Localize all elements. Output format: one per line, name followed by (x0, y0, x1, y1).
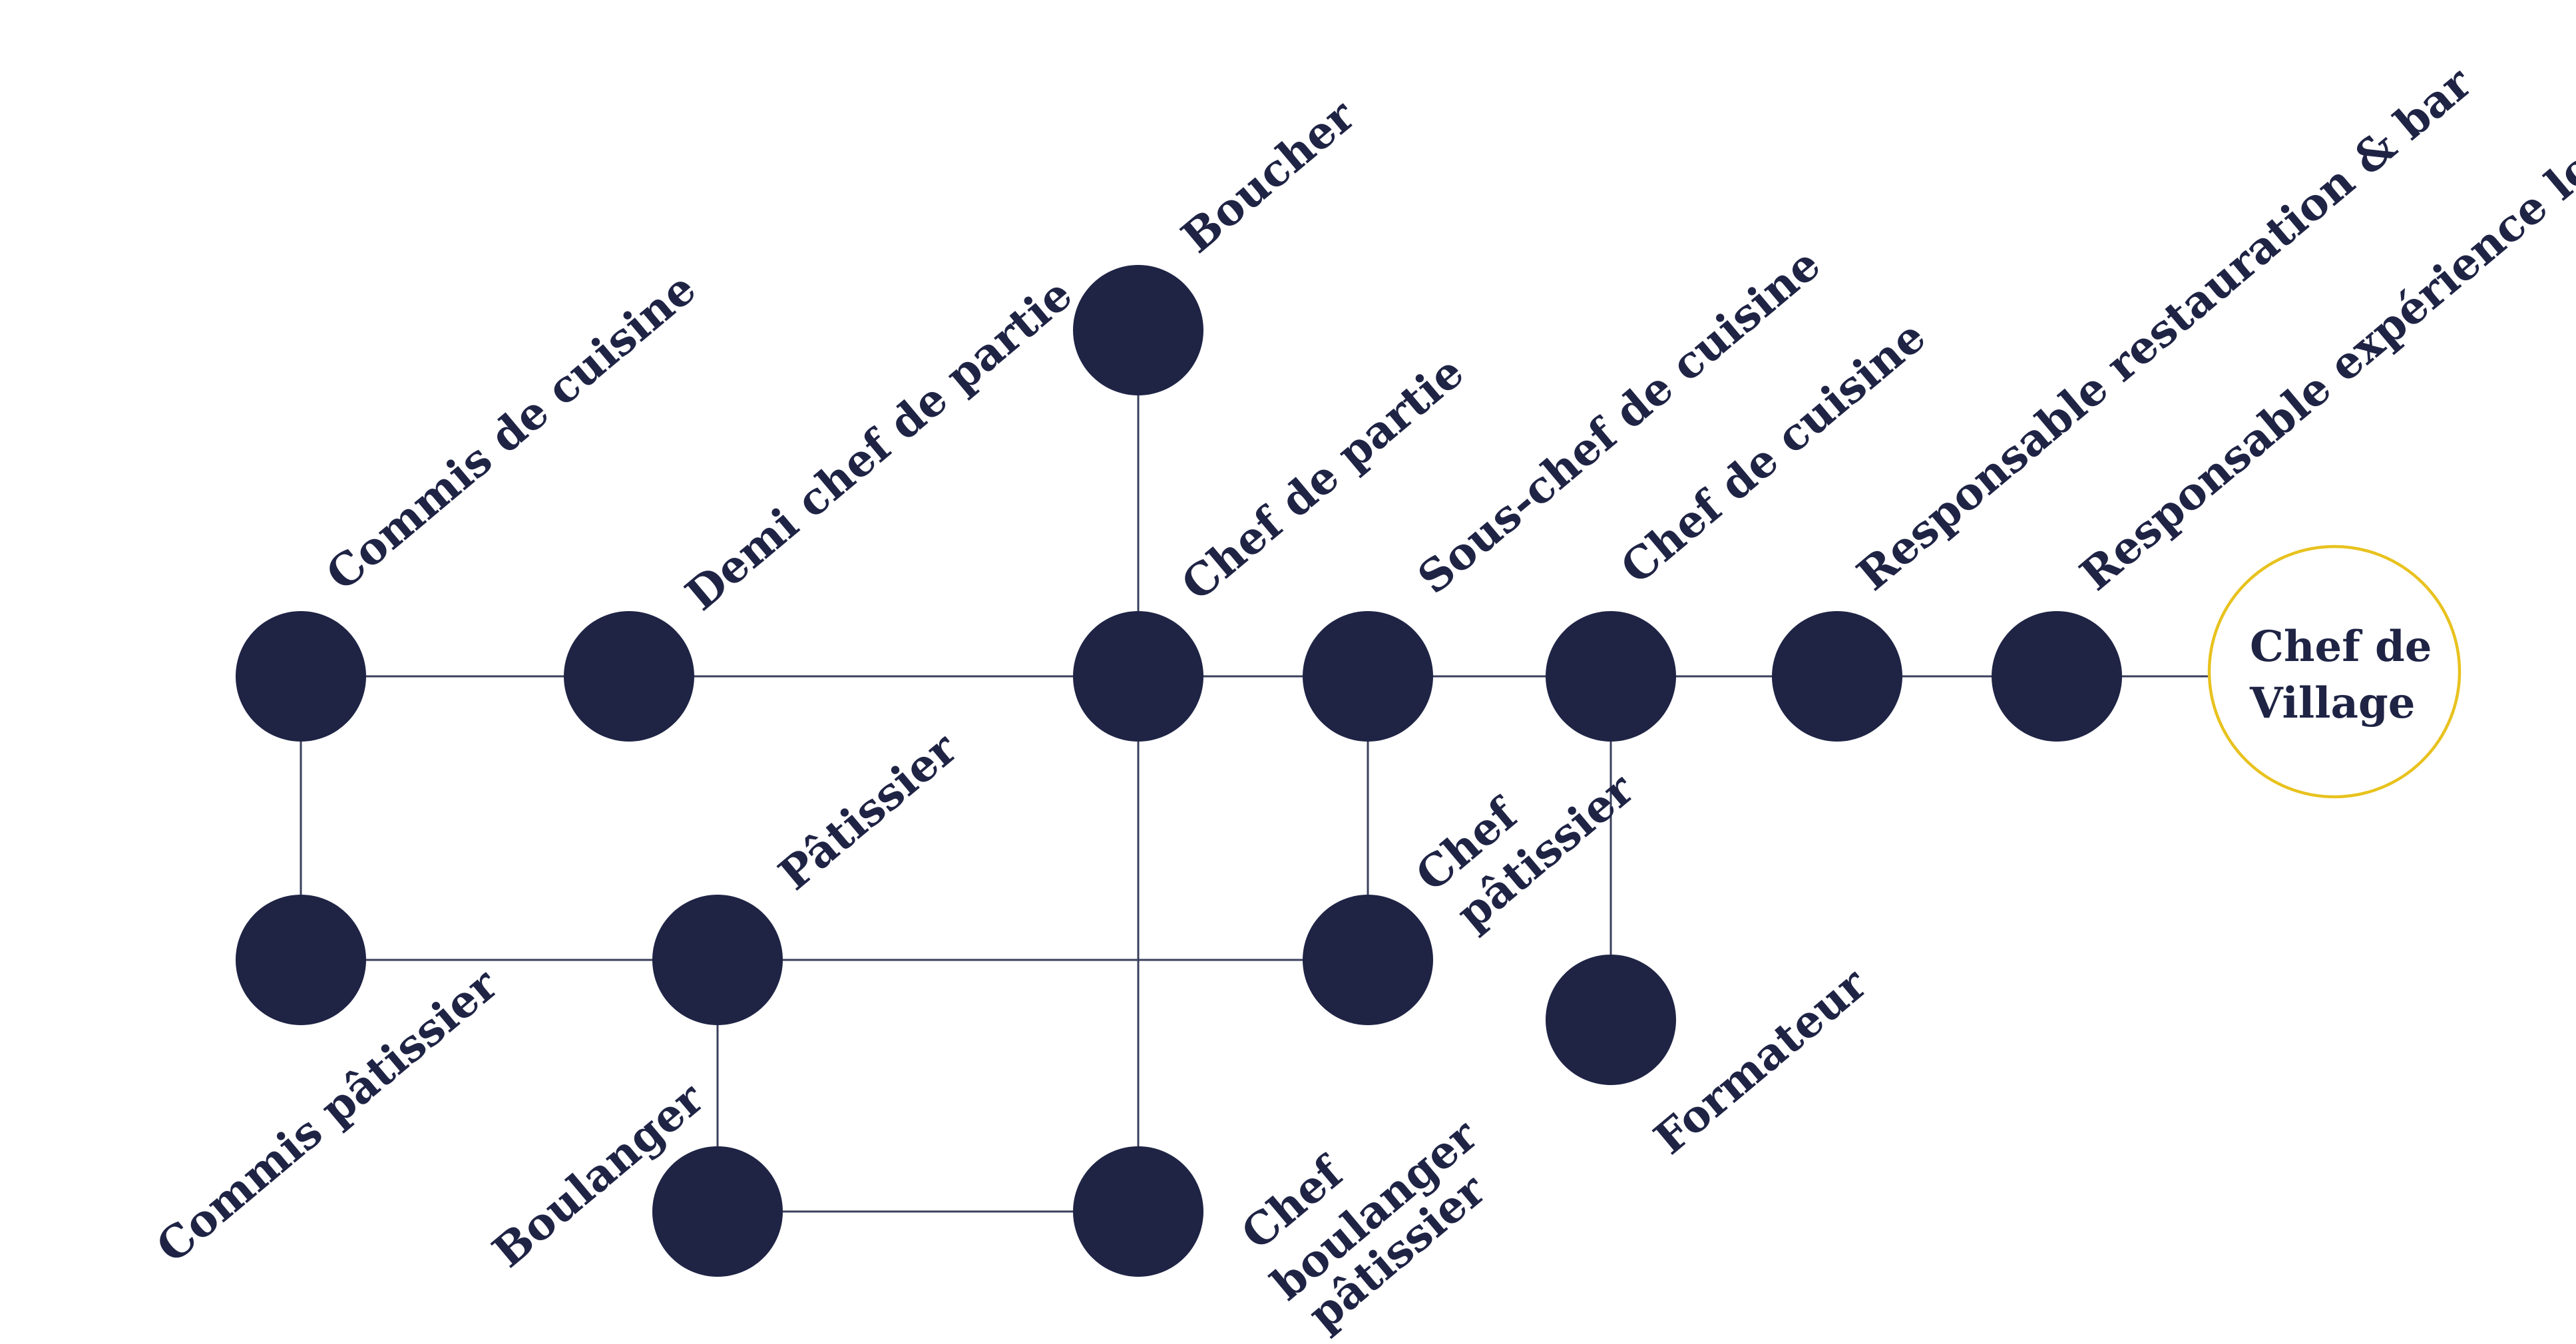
node-commis-patissier (236, 895, 366, 1025)
nodes (236, 265, 2462, 1277)
label-chef-village-line2: Village (2249, 678, 2415, 728)
label-demi-chef: Demi chef de partie (676, 268, 1082, 621)
node-demi-chef (564, 611, 694, 742)
node-patissier (652, 895, 783, 1025)
node-chef-patissier (1303, 895, 1433, 1025)
node-boulanger (652, 1146, 783, 1277)
node-resp-loisirs (1992, 611, 2122, 742)
node-chef-village (2207, 545, 2462, 799)
label-commis-cuisine: Commis de cuisine (316, 262, 706, 600)
node-chef-partie (1073, 611, 1203, 742)
node-commis-cuisine (236, 611, 366, 742)
node-resp-resto (1772, 611, 1902, 742)
label-chef-village-line1: Chef de (2250, 622, 2432, 672)
node-boucher (1073, 265, 1203, 395)
label-formateur: Formateur (1644, 957, 1877, 1164)
node-sous-chef (1303, 611, 1433, 742)
node-chef-cuisine (1546, 611, 1676, 742)
node-formateur (1546, 955, 1676, 1085)
label-patissier: Pâtissier (769, 722, 967, 901)
node-chef-boulanger (1073, 1146, 1203, 1277)
label-boucher: Boucher (1172, 89, 1365, 264)
edges (300, 330, 2210, 1213)
